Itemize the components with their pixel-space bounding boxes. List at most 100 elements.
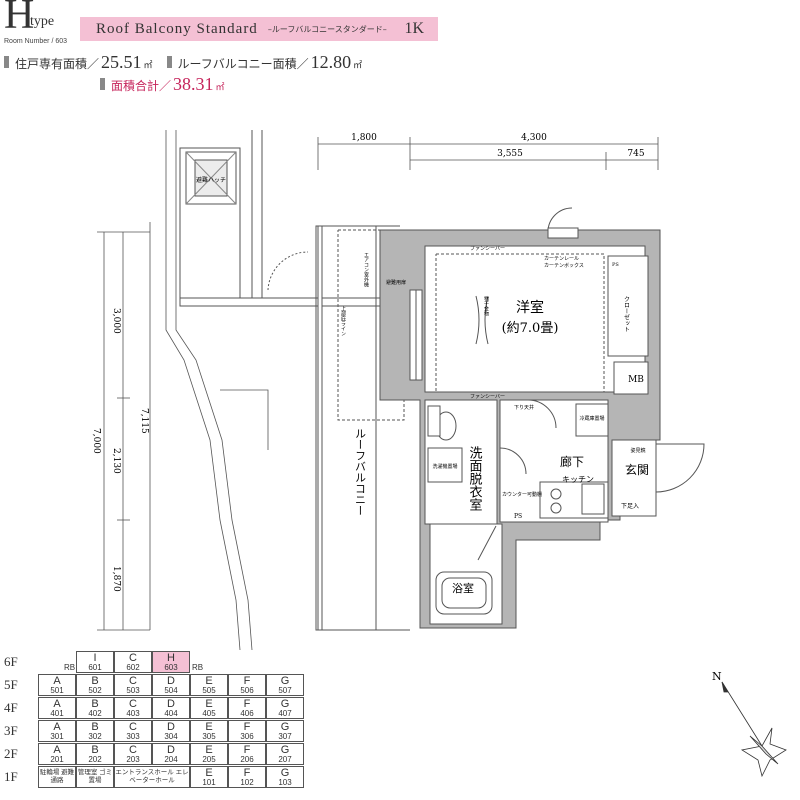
unit-number: 103: [278, 778, 292, 787]
evac-hatch-label: 避難ハッチ: [196, 176, 226, 184]
evac-door-label: 避難用扉: [386, 279, 406, 286]
unit-number: 501: [50, 686, 64, 695]
entrance-label: 玄関: [625, 462, 649, 477]
unit-type: G: [280, 675, 290, 687]
dim-top-left: 1,800: [351, 133, 377, 143]
unit-number: 506: [240, 686, 254, 695]
unit-number: 307: [278, 732, 292, 741]
bullet-marker: [100, 78, 105, 90]
roof-balcony-marker: RB: [64, 663, 76, 672]
unit-type: E: [205, 721, 213, 733]
kitchen-label: キッチン: [562, 475, 594, 484]
fancy-bar-label-2: ファンシーバー: [470, 394, 505, 400]
type-word: type: [30, 14, 55, 29]
dim-left-mid: 2,130: [111, 448, 121, 474]
roof-line-label: 上部庇ライン: [340, 305, 346, 336]
compass-north: N: [712, 670, 722, 683]
corridor-label: 廊下: [560, 454, 584, 469]
shoe-box-label: 下足入: [621, 503, 639, 510]
unit-number: 403: [126, 709, 140, 718]
unit-number: 301: [50, 732, 64, 741]
unit-number: 205: [202, 755, 216, 764]
unit-type: B: [91, 744, 99, 756]
unit-number: 401: [50, 709, 64, 718]
floor-label: 1F: [4, 769, 18, 784]
floor-label: 4F: [4, 700, 18, 715]
unit-number: 402: [88, 709, 102, 718]
unit-type: H: [167, 652, 175, 664]
fancy-bar-label: ファンシーバー: [470, 246, 505, 252]
unit-number: 406: [240, 709, 254, 718]
unit-type: C: [129, 744, 137, 756]
unit-type: F: [243, 721, 251, 733]
unit-type: A: [53, 744, 61, 756]
lower-ceiling-label: 下り天井: [514, 404, 534, 411]
curtain-box-label: カーテンボックス: [544, 262, 584, 269]
unit-type: A: [53, 698, 61, 710]
bullet-marker: [166, 56, 172, 68]
washroom-label: 洗面脱衣室: [467, 446, 483, 511]
ps-label-2: PS: [514, 513, 522, 520]
curtain-rail-label: カーテンレール: [544, 256, 579, 262]
unit-number: 602: [126, 663, 140, 672]
unit-number: 407: [278, 709, 292, 718]
unit-number: 502: [88, 686, 102, 695]
unit-cell: エントランスホール エレベーターホール: [114, 766, 190, 788]
dim-left-upper: 3,000: [111, 308, 121, 334]
unit-type: F: [243, 675, 251, 687]
type-letter: H: [4, 0, 35, 38]
closet-label: クローゼット: [623, 296, 630, 332]
unit-cell: 駐輪場 避難通路: [38, 766, 76, 788]
dim-sub-left: 3,555: [497, 149, 523, 159]
unit-number: 204: [164, 755, 178, 764]
mb-label: MB: [628, 375, 644, 385]
floor-label: 2F: [4, 746, 18, 761]
unit-number: 305: [202, 732, 216, 741]
washer-label: 洗濯機置場: [432, 463, 457, 470]
unit-number: 202: [88, 755, 102, 764]
plan-name: Roof Balcony Standard: [96, 20, 258, 37]
unit-type: B: [91, 721, 99, 733]
fridge-label: 冷蔵庫置場: [579, 415, 604, 422]
unit-type: E: [205, 767, 213, 779]
unit-number: 601: [88, 663, 102, 672]
unit-type: C: [129, 675, 137, 687]
unit-type: F: [243, 698, 251, 710]
unit-number: 102: [240, 778, 254, 787]
unit-number: 603: [164, 663, 178, 672]
unit-type: G: [280, 767, 290, 779]
total-area-value: 38.31: [173, 74, 214, 94]
dim-top-right: 4,300: [521, 133, 547, 143]
unit-number: 206: [240, 755, 254, 764]
western-room-label: 洋室: [516, 299, 544, 316]
private-area-value: 25.51: [101, 52, 142, 72]
unit-type: B: [91, 698, 99, 710]
balcony-area-value: 12.80: [310, 52, 352, 72]
unit-type: F: [243, 744, 251, 756]
mirror-label: 姿見鏡: [630, 447, 645, 454]
dim-left-lower: 1,870: [111, 566, 121, 592]
unit-type: E: [205, 675, 213, 687]
unit-type: I: [93, 652, 97, 664]
area-summary: 住戸専有面積／ 25.51 ㎡ ルーフバルコニー面積／ 12.80 ㎡: [4, 52, 362, 73]
unit-number: 306: [240, 732, 254, 741]
